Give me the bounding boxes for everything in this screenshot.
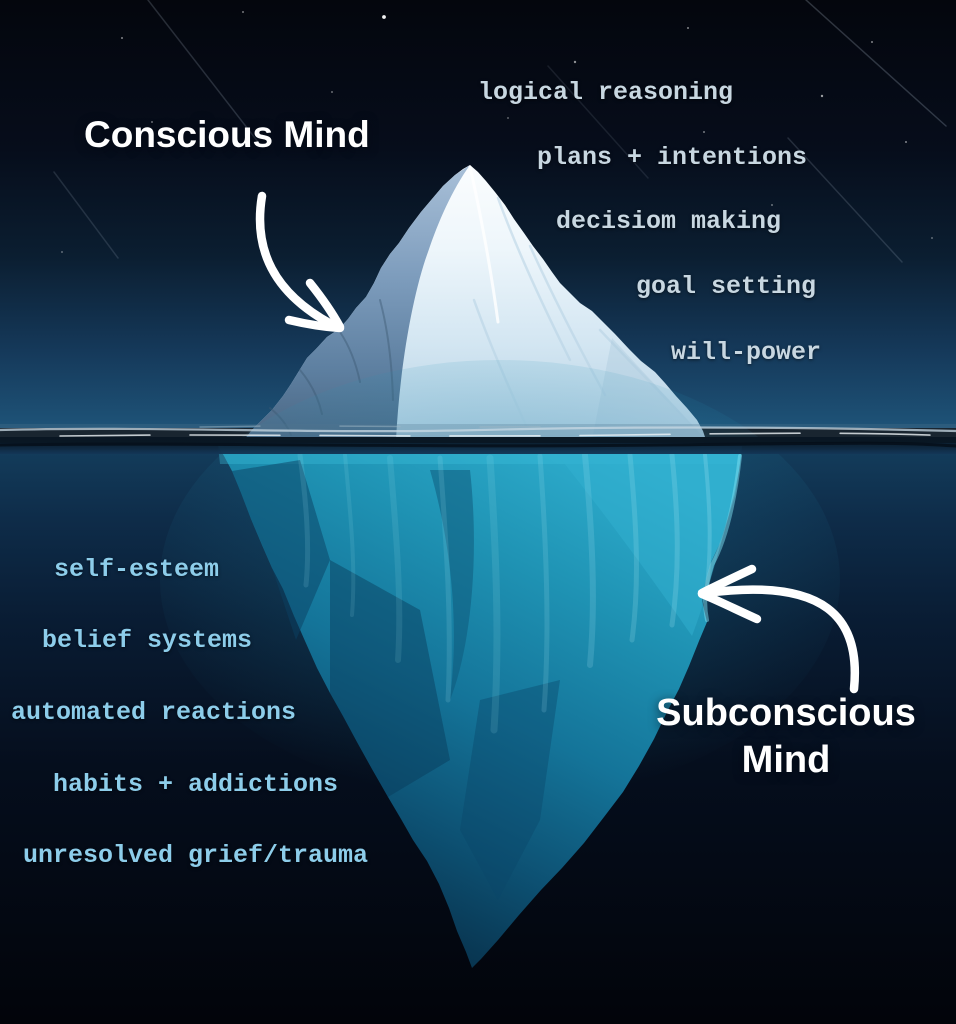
subconscious-label-line1: Subconscious — [656, 692, 916, 734]
subconscious-item-automated-reactions: automated reactions — [11, 698, 297, 727]
iceberg-underwater — [218, 446, 742, 968]
conscious-item-will-power: will-power — [671, 338, 822, 367]
conscious-item-decision-making: decisiom making — [556, 207, 782, 236]
subconscious-label-line2: Mind — [741, 739, 831, 782]
conscious-mind-label: Conscious Mind — [84, 114, 370, 155]
conscious-arrow-icon — [255, 191, 345, 333]
conscious-item-goal-setting: goal setting — [636, 272, 817, 301]
conscious-item-plans-intentions: plans + intentions — [537, 143, 808, 172]
subconscious-item-belief-systems: belief systems — [42, 626, 253, 655]
conscious-item-logical-reasoning: logical reasoning — [478, 78, 734, 107]
subconscious-item-habits-addictions: habits + addictions — [53, 770, 339, 799]
subconscious-item-self-esteem: self-esteem — [54, 555, 220, 584]
subconscious-mind-label: Subconscious Mind — [606, 690, 956, 784]
meteor-streaks-icon — [53, 0, 947, 263]
subconscious-arrow-icon — [697, 564, 860, 694]
waterline — [0, 424, 956, 454]
subconscious-item-unresolved-grief: unresolved grief/trauma — [23, 841, 369, 870]
star-field-icon — [61, 11, 933, 253]
